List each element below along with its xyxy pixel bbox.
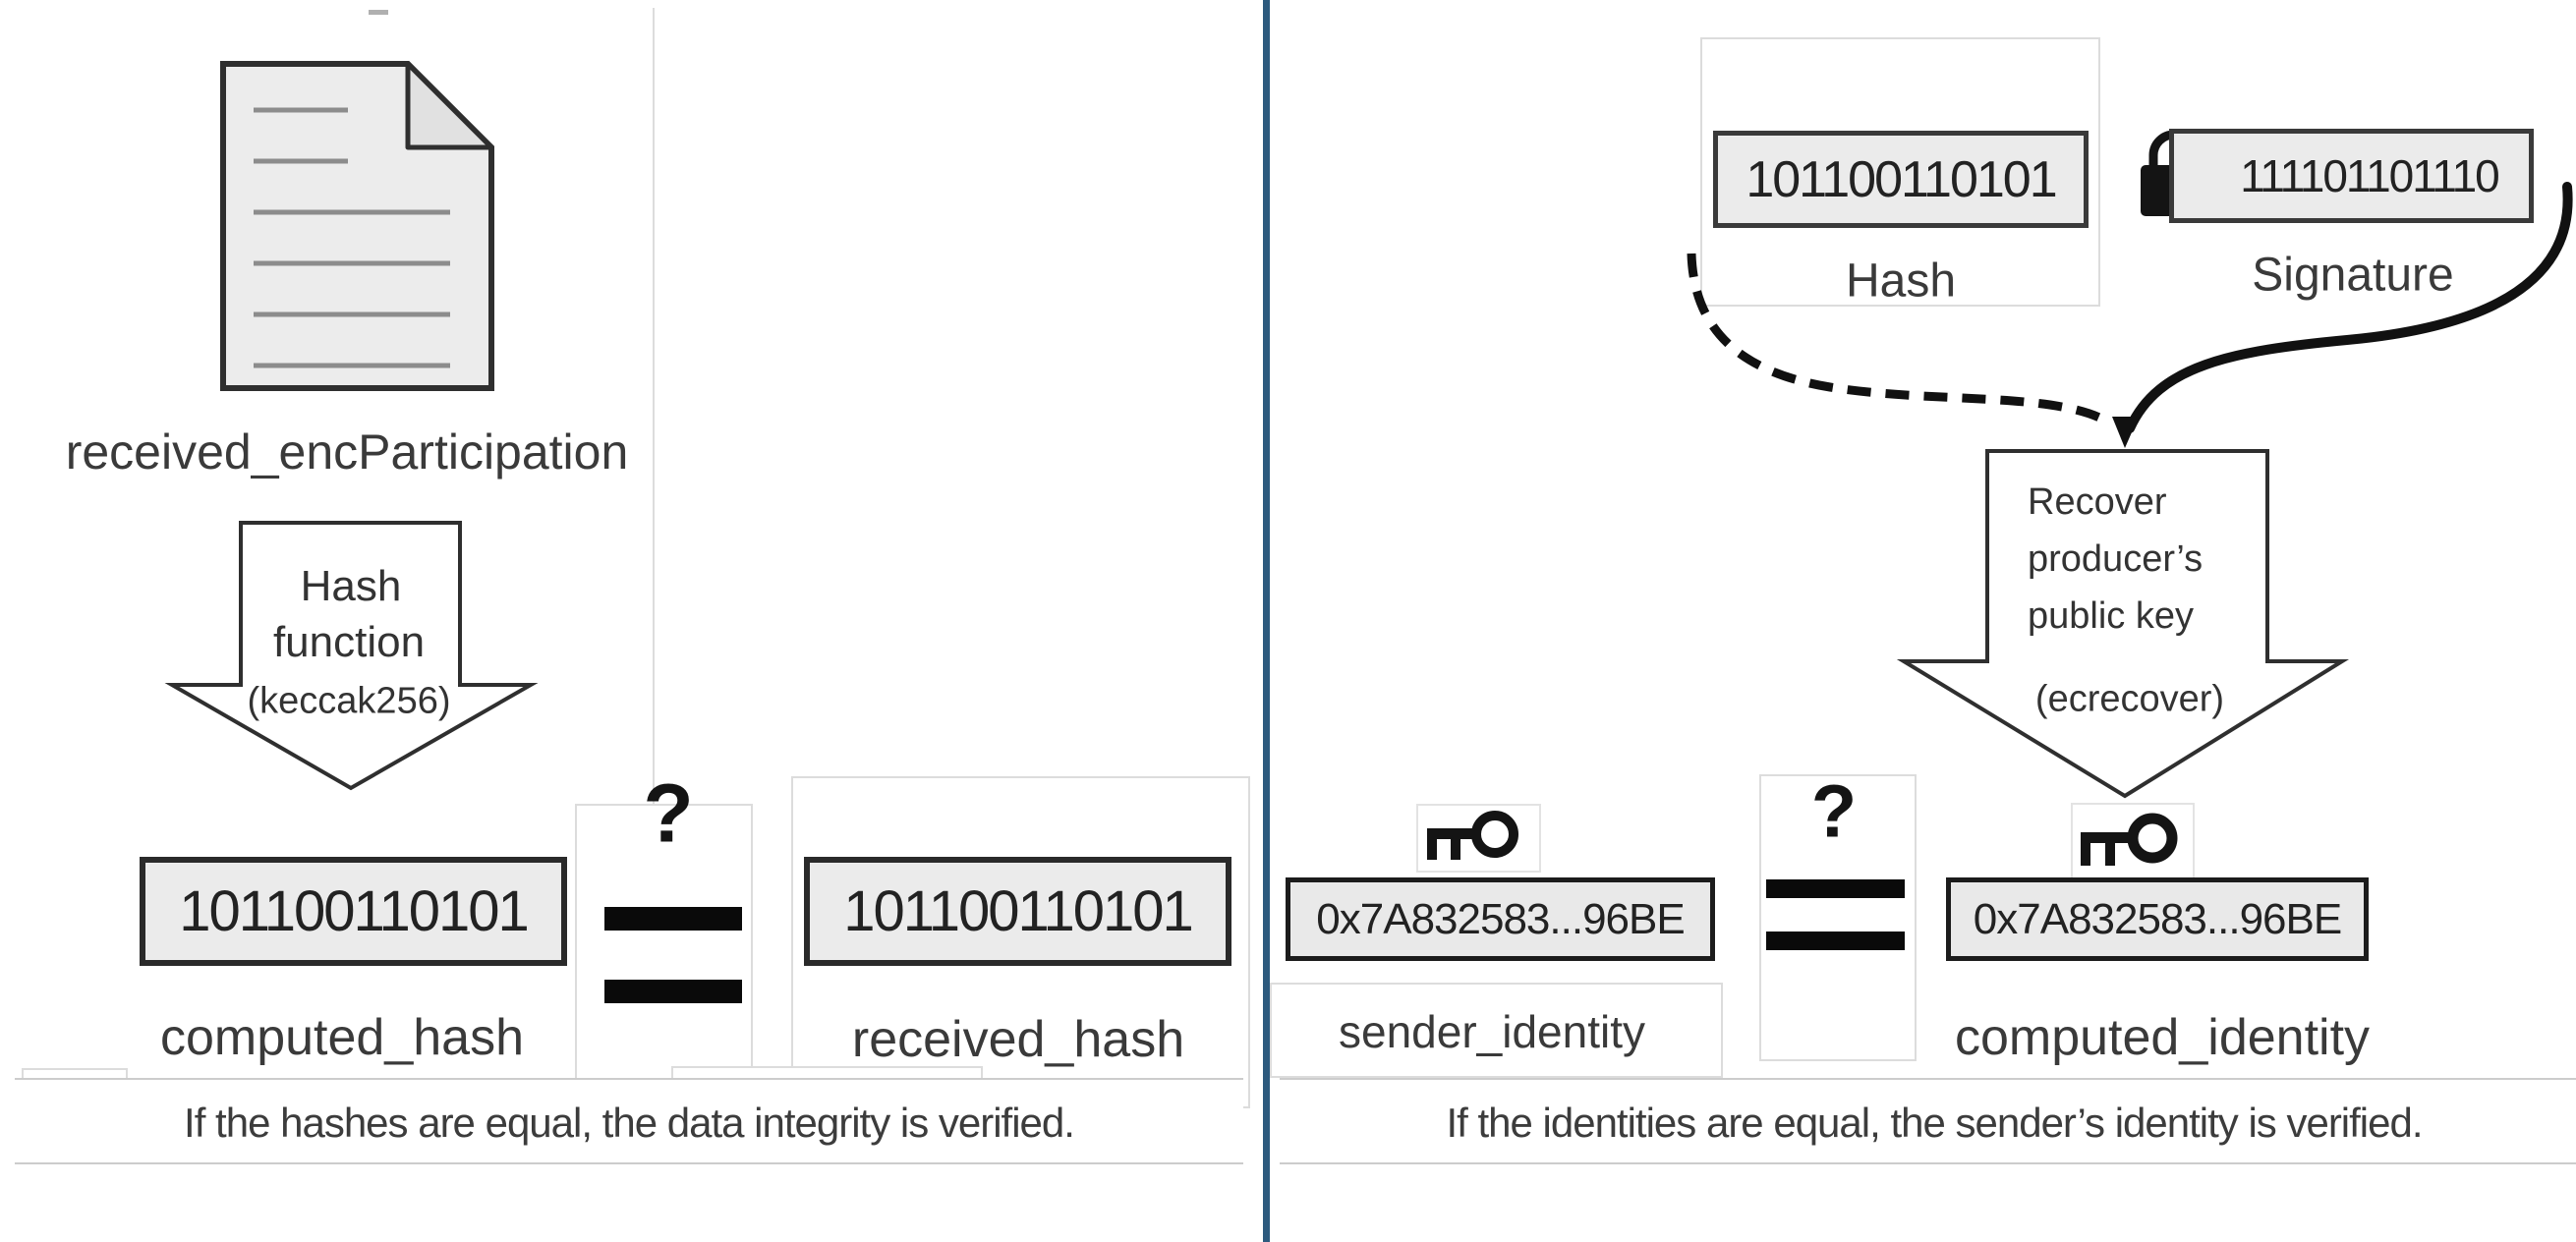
signature-box: 111101101110 xyxy=(2169,129,2534,223)
hash-arrow-line3: (keccak256) xyxy=(247,680,451,722)
hash-function-arrow-shape xyxy=(164,521,539,791)
recover-arrow-shape xyxy=(1896,449,2350,799)
right-equals-panel xyxy=(1759,774,1917,1061)
signature-solid-curve xyxy=(2125,182,2573,433)
right-caption-band xyxy=(1280,1078,2576,1164)
received-hash-value: 101100110101 xyxy=(843,879,1193,943)
computed-hash-box: 101100110101 xyxy=(140,857,567,966)
left-caption-band xyxy=(15,1078,1243,1164)
hash-dashed-curve xyxy=(1687,253,2112,426)
sender-label-panel xyxy=(1270,983,1723,1078)
sender-identity-label: sender_identity xyxy=(1339,1006,1645,1057)
document-icon xyxy=(220,61,494,391)
right-equals-bar-top xyxy=(1766,879,1905,898)
hash-arrow-line1: Hash xyxy=(300,562,402,610)
divider-line xyxy=(1263,0,1270,1242)
computed-identity-box: 0x7A832583...96BE xyxy=(1946,877,2369,961)
signature-box-value: 111101101110 xyxy=(2240,150,2500,201)
signature-box-label: Signature xyxy=(2252,249,2454,302)
right-caption: If the identities are equal, the sender’… xyxy=(1446,1100,2423,1146)
key-icon-computed xyxy=(2081,813,2178,866)
left-equals-bar-top xyxy=(604,907,742,931)
computed-hash-label: computed_hash xyxy=(159,1009,525,1066)
left-caption: If the hashes are equal, the data integr… xyxy=(184,1100,1075,1146)
received-hash-box: 101100110101 xyxy=(804,857,1231,966)
right-question-mark: ? xyxy=(1810,769,1858,854)
recover-arrow-line3: public key xyxy=(2028,595,2194,637)
left-placeholder-line xyxy=(653,8,655,814)
left-question-mark: ? xyxy=(643,766,694,860)
recover-arrow-line4: (ecrecover) xyxy=(2034,678,2225,720)
top-dash-artifact xyxy=(369,10,388,15)
computed-identity-value: 0x7A832583...96BE xyxy=(1973,894,2342,943)
left-equals-bar-bottom xyxy=(604,980,742,1003)
computed-hash-value: 101100110101 xyxy=(179,879,529,943)
recover-arrow-line2: producer’s xyxy=(2028,538,2204,580)
recover-arrow-text: Recover producer’s public key xyxy=(2028,474,2203,645)
hash-box: 101100110101 xyxy=(1713,131,2089,228)
document-label: received_encParticipation xyxy=(65,424,629,480)
merge-arrowhead xyxy=(2112,417,2139,448)
key-icon-sender xyxy=(1427,811,1518,860)
recover-arrow-line1: Recover xyxy=(2028,481,2167,523)
sender-identity-box: 0x7A832583...96BE xyxy=(1286,877,1715,961)
received-hash-label: received_hash xyxy=(851,1011,1185,1068)
sender-identity-value: 0x7A832583...96BE xyxy=(1316,894,1685,943)
hash-box-value: 101100110101 xyxy=(1746,150,2057,208)
hash-arrow-line2: function xyxy=(272,618,426,666)
computed-identity-label: computed_identity xyxy=(1954,1009,2371,1066)
hash-box-label: Hash xyxy=(1845,254,1957,308)
right-equals-bar-bottom xyxy=(1766,932,1905,950)
